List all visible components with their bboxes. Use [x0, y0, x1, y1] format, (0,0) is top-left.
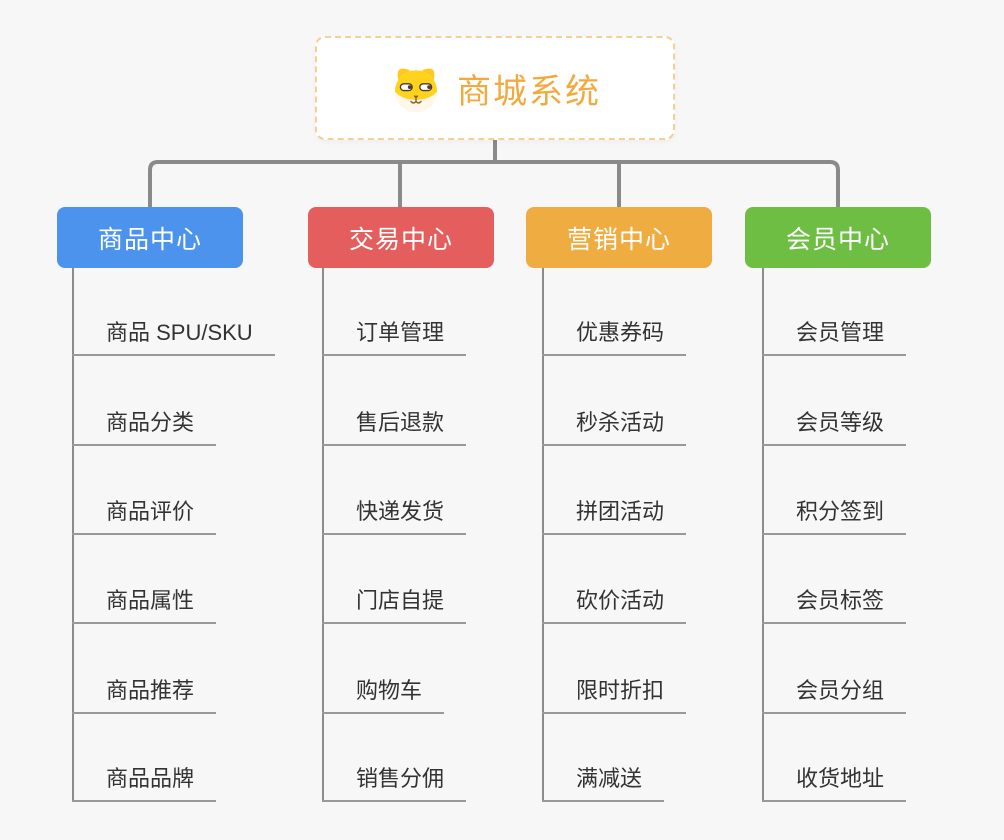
child-topic[interactable]: 订单管理	[322, 318, 467, 356]
branch-label: 会员中心	[785, 225, 890, 254]
branch-label: 营销中心	[566, 225, 671, 254]
child-topic[interactable]: 门店自提	[322, 586, 467, 624]
column-spine-line	[322, 268, 324, 802]
child-topic[interactable]: 销售分佣	[322, 764, 467, 802]
column-spine-line	[542, 268, 544, 802]
child-topic[interactable]: 商品推荐	[72, 676, 217, 714]
child-topic[interactable]: 商品属性	[72, 586, 217, 624]
child-topic[interactable]: 砍价活动	[542, 586, 687, 624]
root-node[interactable]: 商城系统	[315, 36, 675, 140]
branch-node-marketing-center[interactable]: 营销中心	[526, 207, 712, 268]
child-topic[interactable]: 限时折扣	[542, 676, 687, 714]
child-topic[interactable]: 秒杀活动	[542, 408, 687, 446]
child-topic[interactable]: 会员标签	[762, 586, 907, 624]
branch-node-member-center[interactable]: 会员中心	[745, 207, 931, 268]
child-topic[interactable]: 商品 SPU/SKU	[72, 318, 275, 356]
column-spine-line	[762, 268, 764, 802]
child-topic[interactable]: 商品品牌	[72, 764, 217, 802]
child-topic[interactable]: 满减送	[542, 764, 665, 802]
root-title: 商城系统	[457, 72, 601, 111]
child-topic[interactable]: 会员等级	[762, 408, 907, 446]
child-topic[interactable]: 优惠券码	[542, 318, 687, 356]
branch-label: 商品中心	[97, 225, 202, 254]
child-topic[interactable]: 收货地址	[762, 764, 907, 802]
child-topic[interactable]: 购物车	[322, 676, 445, 714]
branch-label: 交易中心	[348, 225, 453, 254]
branch-node-product-center[interactable]: 商品中心	[57, 207, 243, 268]
branch-node-trade-center[interactable]: 交易中心	[308, 207, 494, 268]
child-topic[interactable]: 拼团活动	[542, 497, 687, 535]
shiba-dog-icon	[394, 68, 438, 113]
column-spine-line	[72, 268, 74, 802]
child-topic[interactable]: 售后退款	[322, 408, 467, 446]
child-topic[interactable]: 会员管理	[762, 318, 907, 356]
child-topic[interactable]: 积分签到	[762, 497, 907, 535]
child-topic[interactable]: 快递发货	[322, 497, 467, 535]
child-topic[interactable]: 会员分组	[762, 676, 907, 714]
child-topic[interactable]: 商品评价	[72, 497, 217, 535]
child-topic[interactable]: 商品分类	[72, 408, 217, 446]
